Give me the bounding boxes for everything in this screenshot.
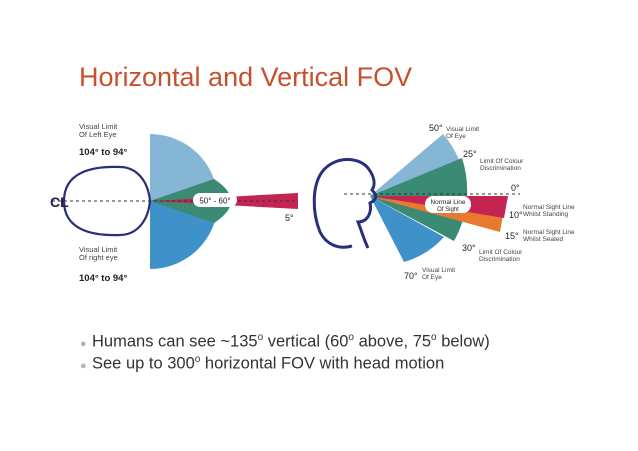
red-band-angle: 5°	[285, 213, 294, 223]
left-eye-label-1: Visual Limit	[79, 122, 118, 131]
vertical-fov-diagram: Normal Line Of Sight 50° Visual Limit Of…	[312, 123, 575, 281]
bullet-text-2: See up to 300o horizontal FOV with head …	[92, 354, 445, 373]
down-colour-label-1: Limit Of Colour	[479, 249, 523, 256]
centerline-mark: CL	[50, 194, 69, 210]
up-colour-label-1: Limit Of Colour	[480, 158, 524, 165]
bullet-dot: ●	[80, 359, 87, 372]
up-limit-label-2: Of Eye	[446, 133, 466, 140]
head-profile	[312, 158, 378, 249]
standing-label-1: Normal Sight Line	[523, 204, 575, 211]
seated-sight-band	[372, 197, 503, 232]
up-colour-angle: 25°	[463, 149, 477, 159]
up-limit-label-1: Visual Limit	[446, 126, 479, 133]
right-eye-label-2: Of right eye	[79, 253, 118, 262]
bullet-dot: ●	[80, 337, 87, 350]
left-eye-range: 104° to 94°	[79, 147, 127, 158]
seated-angle: 15°	[505, 231, 519, 241]
slide-title: Horizontal and Vertical FOV	[79, 62, 413, 92]
standing-label-2: Whilst Standing	[523, 211, 569, 218]
down-limit-label-2: Of Eye	[422, 274, 442, 281]
down-limit-label-1: Visual Limit	[422, 267, 455, 274]
seated-label-2: Whilst Seated	[523, 236, 563, 243]
binocular-label: 50° - 60°	[199, 197, 230, 206]
down-limit-angle: 70°	[404, 271, 418, 281]
bullet-item: ● See up to 300o horizontal FOV with hea…	[80, 354, 490, 376]
normal-line-label-2: Of Sight	[437, 207, 459, 213]
up-colour-label-2: Discrimination	[480, 165, 521, 172]
upper-visual-limit-field	[370, 134, 462, 196]
seated-label-1: Normal Sight Line	[523, 229, 575, 236]
down-colour-angle: 30°	[462, 243, 476, 253]
bullet-list: ● Humans can see ~135o vertical (60o abo…	[80, 332, 490, 376]
lower-visual-limit-field	[370, 196, 444, 262]
standing-angle: 10°	[509, 210, 523, 220]
zero-angle: 0°	[511, 183, 520, 193]
down-colour-label-2: Discrimination	[479, 256, 520, 263]
normal-line-label-box	[425, 196, 471, 213]
right-eye-label-1: Visual Limit	[79, 245, 118, 254]
up-limit-angle: 50°	[429, 123, 443, 133]
bullet-text-1: Humans can see ~135o vertical (60o above…	[92, 332, 490, 351]
left-eye-label-2: Of Left Eye	[79, 130, 117, 139]
binocular-label-box	[193, 193, 237, 207]
normal-line-label-1: Normal Line	[430, 199, 465, 206]
right-eye-range: 104° to 94°	[79, 273, 127, 284]
bullet-item: ● Humans can see ~135o vertical (60o abo…	[80, 332, 490, 354]
horizontal-fov-diagram: CL 50° - 60° Visual Limit Of Left Eye 10…	[50, 122, 298, 284]
